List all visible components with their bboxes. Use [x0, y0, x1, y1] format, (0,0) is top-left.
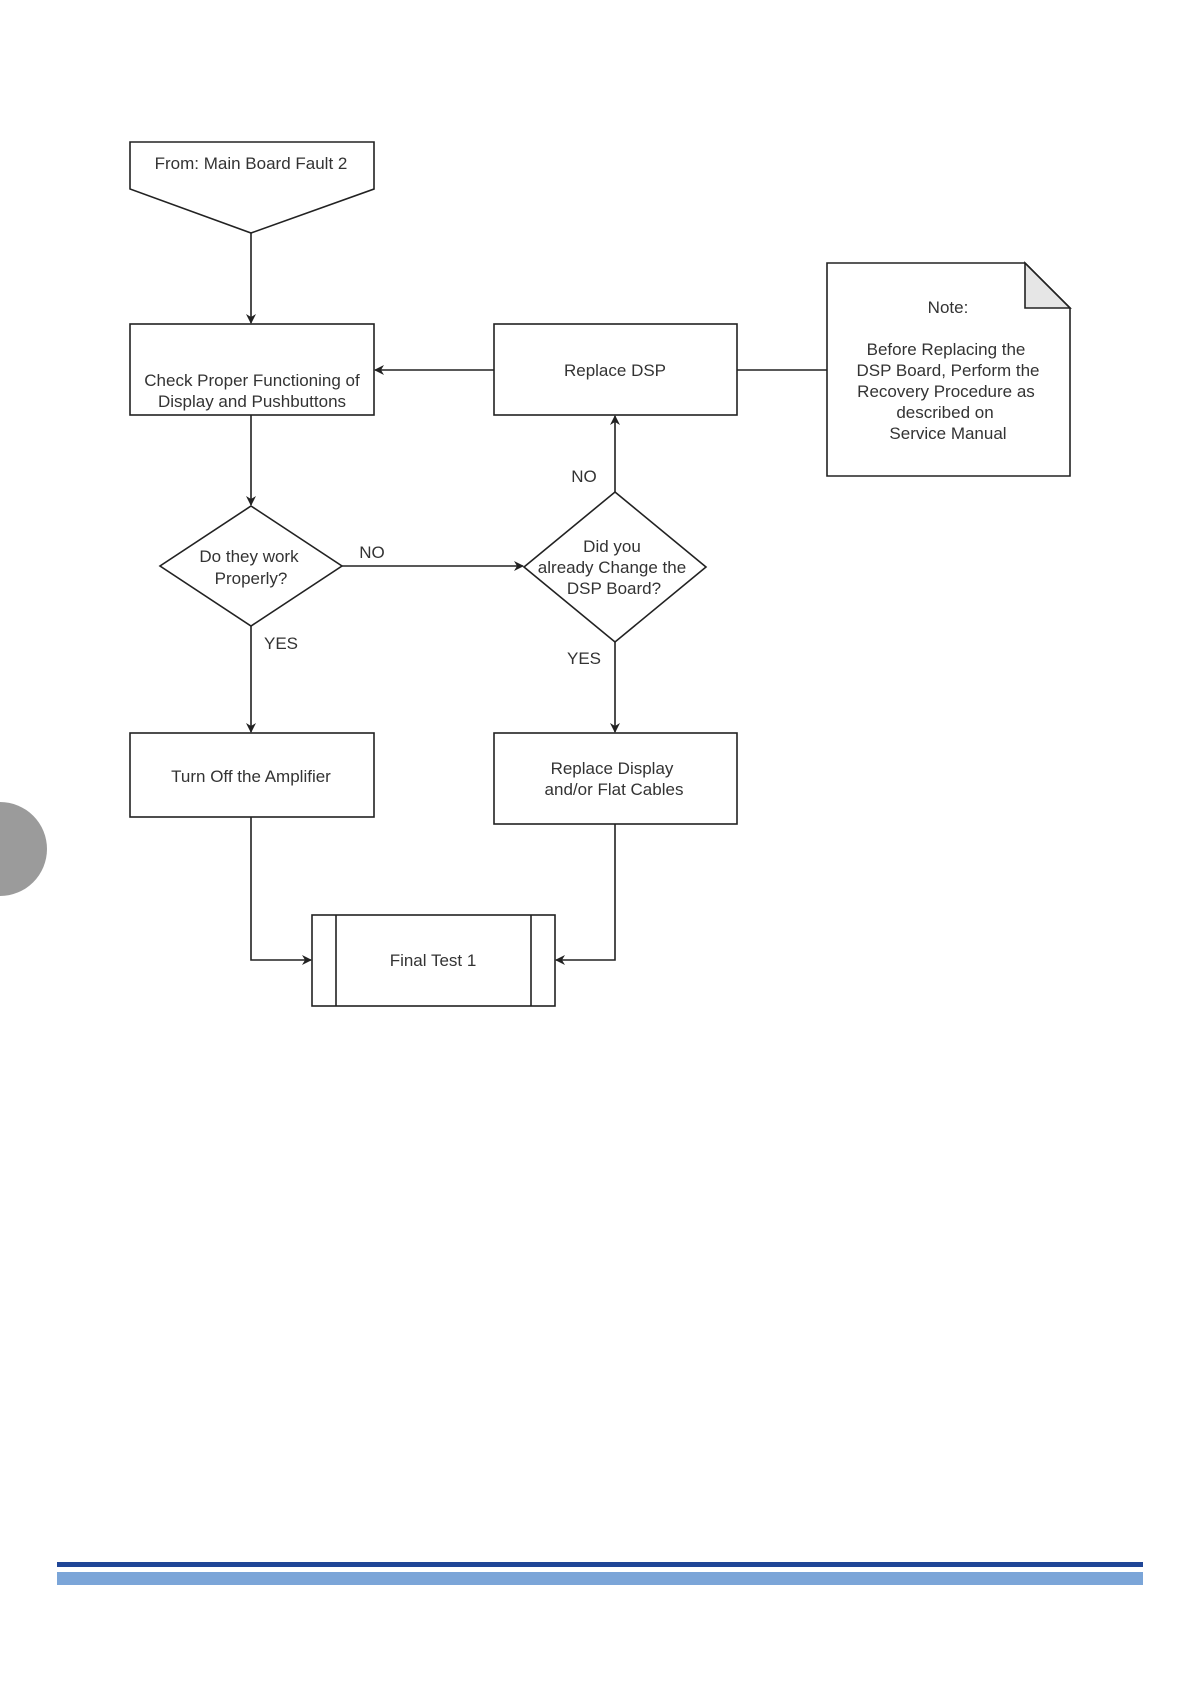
decision1-no-label: NO — [359, 543, 385, 562]
decision2-line3: DSP Board? — [567, 579, 661, 598]
connectors — [246, 233, 827, 965]
final-test-label: Final Test 1 — [390, 951, 477, 970]
replace-dsp-node: Replace DSP — [493, 323, 738, 416]
decision2-yes-label: YES — [567, 649, 601, 668]
start-label: From: Main Board Fault 2 — [155, 154, 348, 173]
start-node: From: Main Board Fault 2 — [129, 141, 375, 234]
replace-dsp-label: Replace DSP — [564, 361, 666, 380]
decision2-node: Did you already Change the DSP Board? — [522, 490, 708, 644]
decision1-yes-label: YES — [264, 634, 298, 653]
note-line: DSP Board, Perform the — [857, 361, 1040, 380]
replace-display-line1: Replace Display — [551, 759, 674, 778]
check-label-line2: Display and Pushbuttons — [158, 392, 346, 411]
decision2-no-label: NO — [571, 467, 597, 486]
turn-off-label: Turn Off the Amplifier — [171, 767, 331, 786]
arrow-display-to-final — [555, 824, 616, 965]
note-title: Note: — [928, 298, 969, 317]
note-line: described on — [896, 403, 993, 422]
replace-display-node: Replace Display and/or Flat Cables — [493, 732, 738, 825]
arrow-turnoff-to-final — [250, 817, 312, 965]
decision1-line2: Properly? — [215, 569, 288, 588]
side-tab — [0, 802, 47, 896]
decision1-node: Do they work Properly? — [158, 505, 344, 627]
footer-bar-dark — [57, 1562, 1143, 1567]
turn-off-node: Turn Off the Amplifier — [129, 732, 375, 818]
decision1-line1: Do they work — [199, 547, 299, 566]
decision2-line1: Did you — [583, 537, 641, 556]
footer-bar-light — [57, 1572, 1143, 1585]
check-label-line1: Check Proper Functioning of — [144, 371, 360, 390]
note-line: Before Replacing the — [867, 340, 1026, 359]
decision2-line2: already Change the — [538, 558, 686, 577]
note-line: Recovery Procedure as — [857, 382, 1035, 401]
replace-display-line2: and/or Flat Cables — [545, 780, 684, 799]
final-test-node: Final Test 1 — [311, 914, 556, 1007]
note-line: Service Manual — [889, 424, 1006, 443]
note-node: Note: Before Replacing the DSP Board, Pe… — [826, 261, 1072, 477]
check-node: Check Proper Functioning of Display and … — [129, 323, 375, 416]
